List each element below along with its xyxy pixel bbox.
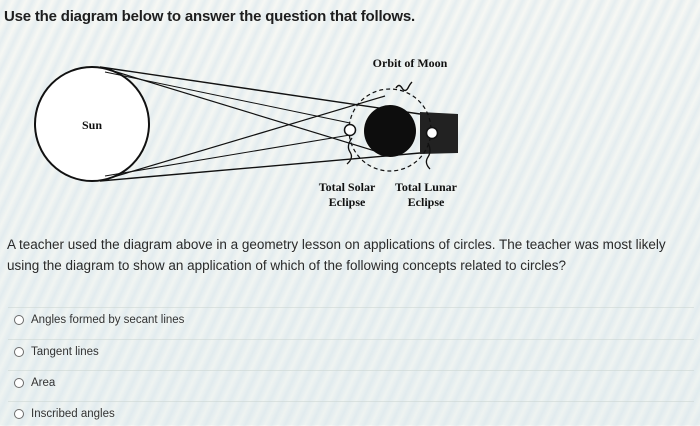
option-label: Inscribed angles xyxy=(31,408,115,420)
eclipse-diagram: Sun Orbit of Moon Total Solar Eclipse To… xyxy=(0,40,520,220)
upper-internal-tangent xyxy=(109,69,386,155)
sun-label: Sun xyxy=(82,118,102,132)
option-angles-secant[interactable]: Angles formed by secant lines xyxy=(8,307,694,332)
radio-button[interactable] xyxy=(14,378,24,388)
lunar-eclipse-label-line2: Eclipse xyxy=(408,195,445,209)
solar-eclipse-label-line1: Total Solar xyxy=(319,180,376,194)
earth-shadow xyxy=(420,112,458,154)
orbit-pointer xyxy=(395,81,413,92)
option-label: Tangent lines xyxy=(31,346,99,358)
option-area[interactable]: Area xyxy=(8,370,694,395)
option-label: Area xyxy=(31,377,56,389)
question-text: A teacher used the diagram above in a ge… xyxy=(7,237,666,273)
upper-external-tangent xyxy=(99,66,421,115)
solar-eclipse-label-line2: Eclipse xyxy=(329,195,366,209)
lower-internal-tangent xyxy=(109,95,386,179)
eclipse-diagram-svg: Sun Orbit of Moon Total Solar Eclipse To… xyxy=(34,56,458,209)
solar-tangent-upper xyxy=(104,71,351,124)
lunar-pointer xyxy=(425,142,431,170)
moon-lunar-eclipse xyxy=(425,126,439,140)
option-tangent-lines[interactable]: Tangent lines xyxy=(8,339,694,364)
question-heading: Use the diagram below to answer the ques… xyxy=(4,8,415,25)
lower-external-tangent xyxy=(99,152,421,182)
lunar-eclipse-label-line1: Total Lunar xyxy=(395,180,458,194)
solar-pointer xyxy=(346,137,353,165)
moon-solar-eclipse xyxy=(343,123,357,137)
radio-button[interactable] xyxy=(14,409,24,419)
orbit-label: Orbit of Moon xyxy=(373,56,448,70)
solar-tangent-lower xyxy=(104,134,351,177)
earth-circle xyxy=(364,105,416,157)
option-label: Angles formed by secant lines xyxy=(31,314,185,326)
radio-button[interactable] xyxy=(14,347,24,357)
sun-circle xyxy=(34,66,150,182)
option-inscribed-angles[interactable]: Inscribed angles xyxy=(8,401,694,426)
radio-button[interactable] xyxy=(14,315,24,325)
